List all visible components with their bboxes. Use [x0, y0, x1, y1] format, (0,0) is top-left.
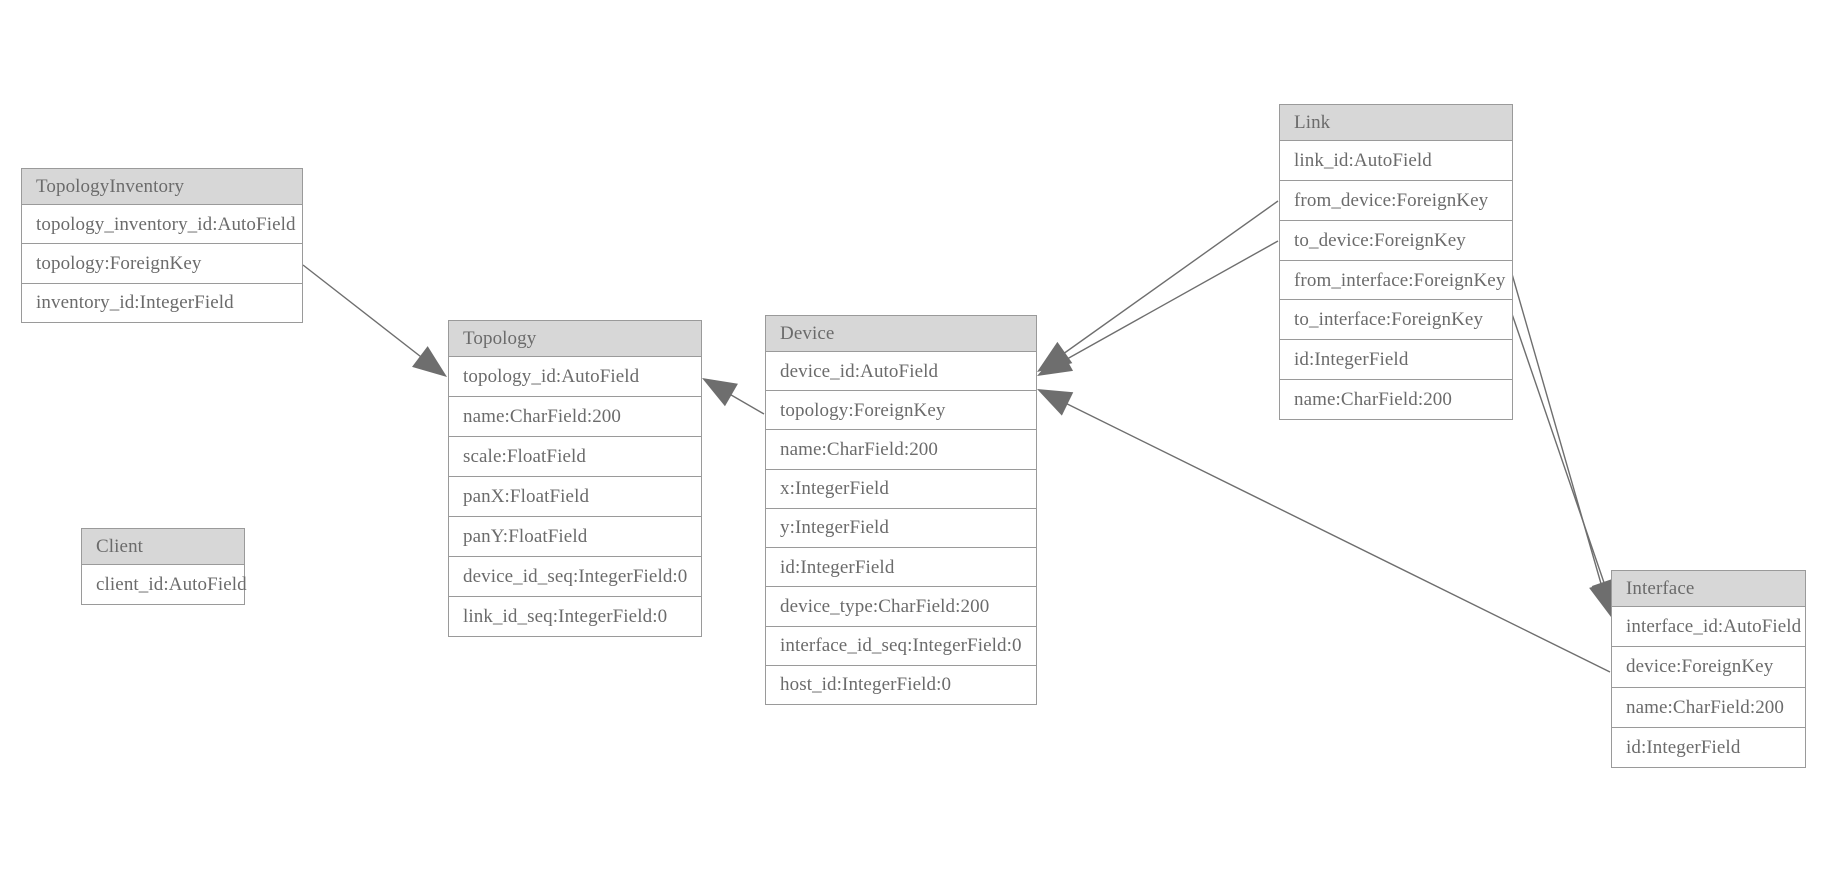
entity-field-row: device_id_seq:IntegerField:0 [449, 557, 701, 597]
entity-field-row: link_id_seq:IntegerField:0 [449, 597, 701, 636]
relationship-device-to-topology [702, 378, 765, 415]
entity-field-row: topology_inventory_id:AutoField [22, 205, 302, 245]
entity-title-topology-inventory: TopologyInventory [22, 169, 302, 205]
entity-field-row: scale:FloatField [449, 437, 701, 477]
entity-field-row: id:IntegerField [1612, 727, 1805, 767]
relationship-line [1041, 240, 1279, 374]
entity-field-row: id:IntegerField [766, 548, 1036, 588]
entity-field-row: name:CharField:200 [1280, 380, 1512, 420]
entity-field-row: name:CharField:200 [449, 397, 701, 437]
entity-field-row: from_device:ForeignKey [1280, 180, 1512, 221]
entity-field-row: topology:ForeignKey [766, 391, 1036, 431]
entity-field-row: link_id:AutoField [1280, 141, 1512, 181]
relationship-line [1042, 391, 1611, 673]
entity-field-row: device:ForeignKey [1612, 647, 1805, 688]
entity-field-row: interface_id:AutoField [1612, 607, 1805, 648]
entity-field-row: topology:ForeignKey [22, 244, 302, 284]
relationship-interface-device-to-device [1037, 389, 1611, 673]
entity-field-row: device_type:CharField:200 [766, 587, 1036, 627]
relationship-line [1511, 273, 1609, 609]
entity-field-row: interface_id_seq:IntegerField:0 [766, 626, 1036, 666]
entity-title-device: Device [766, 316, 1036, 352]
entity-title-topology: Topology [449, 321, 701, 357]
relationship-link-from-interface-to-interface [1511, 273, 1615, 617]
entity-title-interface: Interface [1612, 571, 1805, 607]
entity-field-row: id:IntegerField [1280, 340, 1512, 381]
entity-field-row: y:IntegerField [766, 508, 1036, 549]
entity-field-row: to_device:ForeignKey [1280, 220, 1512, 261]
relationship-link-to-interface-to-interface [1511, 313, 1617, 614]
relationship-line [302, 264, 444, 375]
relationship-link-to-device-to-device [1037, 240, 1279, 376]
entity-field-row: host_id:IntegerField:0 [766, 665, 1036, 704]
entity-field-row: device_id:AutoField [766, 352, 1036, 392]
entity-field-row: x:IntegerField [766, 469, 1036, 509]
entity-title-link: Link [1280, 105, 1512, 141]
relationship-line [706, 380, 765, 415]
entity-field-row: topology_id:AutoField [449, 357, 701, 397]
relationship-arrowhead [1037, 389, 1074, 416]
entity-field-row: client_id:AutoField [82, 565, 247, 604]
entity-title-client: Client [82, 529, 244, 565]
relationship-line [1041, 200, 1279, 370]
entity-field-row: name:CharField:200 [766, 430, 1036, 470]
entity-field-row: to_interface:ForeignKey [1280, 300, 1512, 341]
relationship-arrowhead [1037, 348, 1074, 376]
entity-field-row: inventory_id:IntegerField [22, 283, 302, 322]
entity-field-row: panY:FloatField [449, 517, 701, 557]
entity-field-row: panX:FloatField [449, 477, 701, 517]
relationship-line [1511, 313, 1613, 607]
relationship-topologyinventory-to-topology [302, 264, 447, 377]
entity-field-row: from_interface:ForeignKey [1280, 260, 1512, 301]
entity-field-row: name:CharField:200 [1612, 687, 1805, 728]
relationship-link-from-device-to-device [1037, 200, 1279, 372]
